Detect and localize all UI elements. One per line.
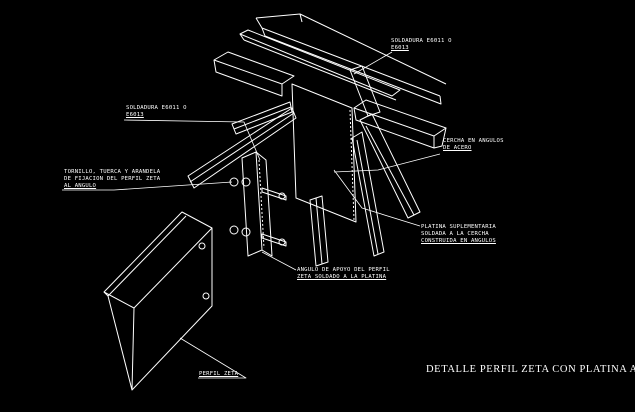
callout-line: PLATINA SUPLEMENTARIA: [421, 224, 496, 230]
callout-truss: CERCHA EN ANGULOS DE ACERO: [443, 138, 504, 152]
callout-line: E6013: [391, 45, 409, 51]
callout-line: CERCHA EN ANGULOS: [443, 138, 504, 144]
callout-line: CONSTRUIDA EN ANGULOS: [421, 238, 496, 244]
truss-diagonal-left: [187, 101, 297, 189]
callout-line: DE ACERO: [443, 145, 472, 151]
bolt-group: [229, 177, 287, 247]
callout-bolt: TORNILLO, TUERCA Y ARANDELA DE FIJACION …: [64, 169, 160, 190]
support-angle: [241, 151, 273, 257]
callout-line: E6013: [126, 112, 144, 118]
callout-line: PERFIL ZETA: [199, 371, 239, 377]
callout-line: AL ANGULO: [64, 183, 97, 189]
callout-angle: ANGULO DE APOYO DEL PERFIL ZETA SOLDADO …: [297, 267, 390, 281]
callout-line: SOLDADA A LA CERCHA: [421, 231, 489, 237]
callout-line: DE FIJACION DEL PERFIL ZETA: [64, 176, 161, 182]
callout-line: ANGULO DE APOYO DEL PERFIL: [297, 267, 390, 273]
truss-diagonal-right: [349, 65, 421, 257]
truss-top-chord: [239, 29, 401, 101]
callout-plate: PLATINA SUPLEMENTARIA SOLDADA A LA CERCH…: [421, 224, 496, 245]
callout-zeta: PERFIL ZETA: [199, 371, 238, 378]
truss-vertical-post: [309, 195, 329, 267]
callout-line: SOLDADURA E6011 O: [126, 105, 187, 111]
drawing-title: DETALLE PERFIL ZETA CON PLATINA A: [426, 364, 635, 375]
detached-zeta-profile: [103, 211, 213, 391]
callout-weld-left: SOLDADURA E6011 O E6013: [126, 105, 187, 119]
supplementary-plate: [291, 83, 357, 223]
upper-rear-purlin: [255, 13, 447, 105]
main-zeta-beam: [213, 51, 447, 149]
callout-line: ZETA SOLDADO A LA PLATINA: [297, 274, 387, 280]
callout-line: TORNILLO, TUERCA Y ARANDELA: [64, 169, 161, 175]
callout-line: SOLDADURA E6011 O: [391, 38, 452, 44]
callout-weld-top: SOLDADURA E6011 O E6013: [391, 38, 452, 52]
leader-lines: [62, 51, 441, 379]
